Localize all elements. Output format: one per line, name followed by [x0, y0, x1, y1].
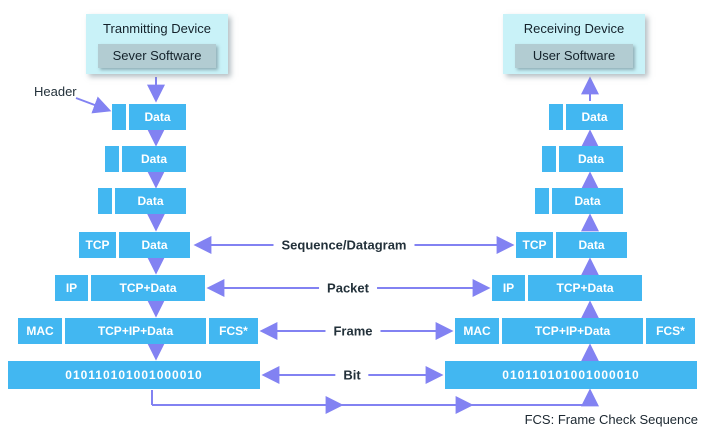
- fcs-footnote: FCS: Frame Check Sequence: [524, 412, 698, 427]
- rx-tcp-data-box: Data: [556, 232, 627, 258]
- rx-frame-payload-box: TCP+IP+Data: [502, 318, 643, 344]
- rx-app1-header-segment: [549, 104, 563, 130]
- header-annotation: Header: [34, 84, 77, 99]
- rx-tcp-box: TCP: [516, 232, 553, 258]
- server-software-box: Sever Software: [98, 44, 216, 68]
- packet-label: Packet: [319, 279, 377, 297]
- sequence-datagram-label: Sequence/Datagram: [273, 236, 415, 254]
- tx-bitstream-box: 010110101001000010: [8, 361, 260, 389]
- tx-app2-header-segment: [105, 146, 119, 172]
- tx-app3-header-segment: [98, 188, 112, 214]
- rx-ip-payload-box: TCP+Data: [528, 275, 642, 301]
- tx-tcp-box: TCP: [79, 232, 116, 258]
- rx-ip-box: IP: [492, 275, 525, 301]
- frame-label: Frame: [325, 322, 381, 340]
- tx-ip-payload-box: TCP+Data: [91, 275, 205, 301]
- rx-fcs-box: FCS*: [646, 318, 695, 344]
- bit-label: Bit: [335, 366, 369, 384]
- tx-ip-box: IP: [55, 275, 88, 301]
- rx-mac-box: MAC: [455, 318, 499, 344]
- tx-fcs-box: FCS*: [209, 318, 258, 344]
- user-software-box: User Software: [515, 44, 633, 68]
- tx-app1-data-box: Data: [129, 104, 186, 130]
- tx-tcp-data-box: Data: [119, 232, 190, 258]
- rx-app3-header-segment: [535, 188, 549, 214]
- tx-mac-box: MAC: [18, 318, 62, 344]
- transmitting-device-title: Tranmitting Device: [103, 21, 211, 36]
- tx-app3-data-box: Data: [115, 188, 186, 214]
- tx-app2-data-box: Data: [122, 146, 186, 172]
- rx-bitstream-box: 010110101001000010: [445, 361, 697, 389]
- rx-app2-data-box: Data: [559, 146, 623, 172]
- tx-frame-payload-box: TCP+IP+Data: [65, 318, 206, 344]
- tx-app1-header-segment: [112, 104, 126, 130]
- rx-app2-header-segment: [542, 146, 556, 172]
- receiving-device-title: Receiving Device: [523, 21, 625, 36]
- rx-app1-data-box: Data: [566, 104, 623, 130]
- rx-app3-data-box: Data: [552, 188, 623, 214]
